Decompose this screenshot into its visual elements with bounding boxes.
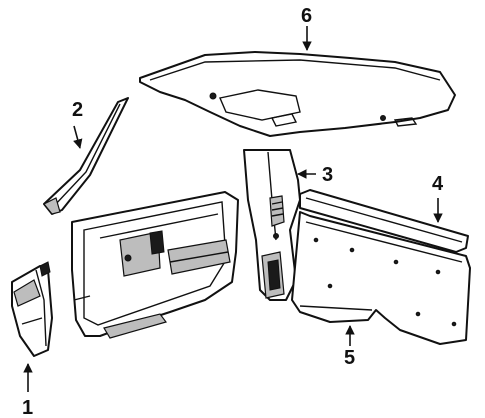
rear-quarter-panel — [291, 211, 471, 345]
b-pillar-trim — [243, 149, 301, 301]
kick-panel — [11, 261, 53, 357]
callout-label-1: 1 — [22, 397, 33, 418]
callout-label-6: 6 — [301, 5, 312, 27]
upper-quarter-trim — [299, 189, 469, 253]
a-pillar-trim — [43, 97, 129, 215]
headliner-panel — [139, 51, 456, 137]
callout-label-2: 2 — [72, 99, 83, 121]
callout-label-5: 5 — [344, 347, 355, 369]
callout-label-3: 3 — [322, 164, 333, 186]
callout-2-leader — [73, 125, 83, 149]
callout-label-4: 4 — [432, 173, 444, 195]
door-trim-panel — [71, 191, 239, 339]
